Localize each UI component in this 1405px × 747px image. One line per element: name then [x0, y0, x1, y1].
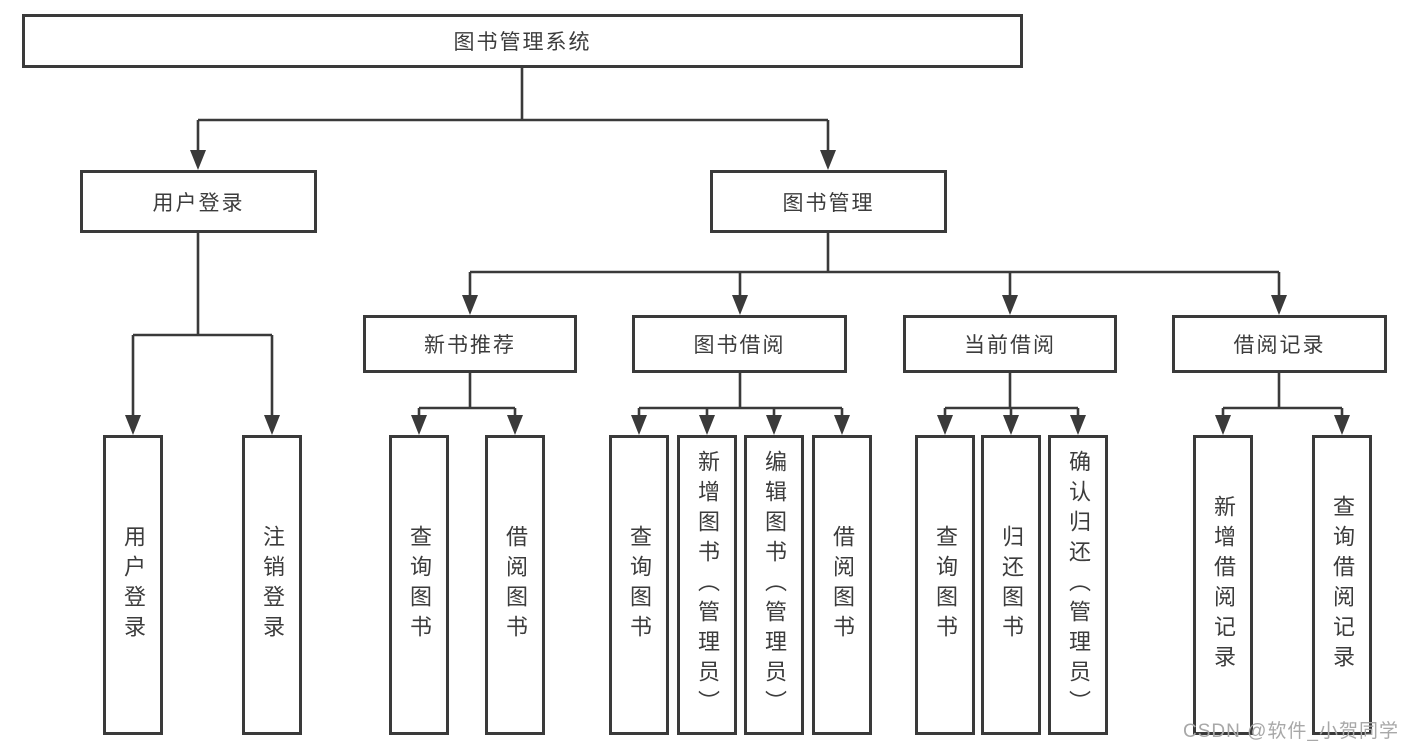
leaf-logout: 注销登录 — [242, 435, 302, 735]
leaf-add-borrow-record: 新增借阅记录 — [1193, 435, 1253, 735]
leaf-confirm-return-admin: 确认归还（管理员） — [1048, 435, 1108, 735]
leaf-query-books-borrowing: 查询图书 — [609, 435, 669, 735]
node-current-borrowing: 当前借阅 — [903, 315, 1117, 373]
leaf-user-login: 用户登录 — [103, 435, 163, 735]
node-label: 新增图书（管理员） — [695, 450, 720, 720]
node-label: 借阅图书 — [503, 525, 528, 645]
node-label: 确认归还（管理员） — [1066, 450, 1091, 720]
node-label: 用户登录 — [121, 525, 146, 645]
leaf-query-books-current: 查询图书 — [915, 435, 975, 735]
node-borrowing-records: 借阅记录 — [1172, 315, 1387, 373]
leaf-borrow-books: 借阅图书 — [812, 435, 872, 735]
node-label: 查询图书 — [407, 525, 432, 645]
node-user-login-branch: 用户登录 — [80, 170, 317, 233]
node-label: 编辑图书（管理员） — [762, 450, 787, 720]
node-book-management-branch: 图书管理 — [710, 170, 947, 233]
node-new-book-recommendation: 新书推荐 — [363, 315, 577, 373]
node-label: 用户登录 — [152, 191, 245, 215]
node-label: 图书借阅 — [693, 334, 786, 357]
node-label: 归还图书 — [999, 525, 1024, 645]
node-library-management-system: 图书管理系统 — [22, 14, 1023, 68]
leaf-query-books-recommend: 查询图书 — [389, 435, 449, 735]
node-label: 借阅图书 — [830, 525, 855, 645]
leaf-borrow-books-recommend: 借阅图书 — [485, 435, 545, 735]
node-label: 图书管理 — [782, 191, 875, 215]
node-label: 新书推荐 — [424, 334, 516, 357]
node-label: 查询图书 — [627, 525, 652, 645]
node-label: 查询借阅记录 — [1330, 495, 1355, 675]
leaf-edit-books-admin: 编辑图书（管理员） — [744, 435, 804, 735]
node-label: 当前借阅 — [964, 334, 1056, 357]
node-label: 借阅记录 — [1233, 334, 1326, 357]
node-label: 查询图书 — [933, 525, 958, 645]
node-book-borrowing: 图书借阅 — [632, 315, 847, 373]
leaf-return-books: 归还图书 — [981, 435, 1041, 735]
node-label: 注销登录 — [260, 525, 285, 645]
node-label: 新增借阅记录 — [1211, 495, 1236, 675]
node-label: 图书管理系统 — [453, 31, 592, 54]
leaf-add-books-admin: 新增图书（管理员） — [677, 435, 737, 735]
csdn-watermark: CSDN @软件_小贺同学 — [1183, 721, 1399, 742]
leaf-query-borrow-record: 查询借阅记录 — [1312, 435, 1372, 735]
